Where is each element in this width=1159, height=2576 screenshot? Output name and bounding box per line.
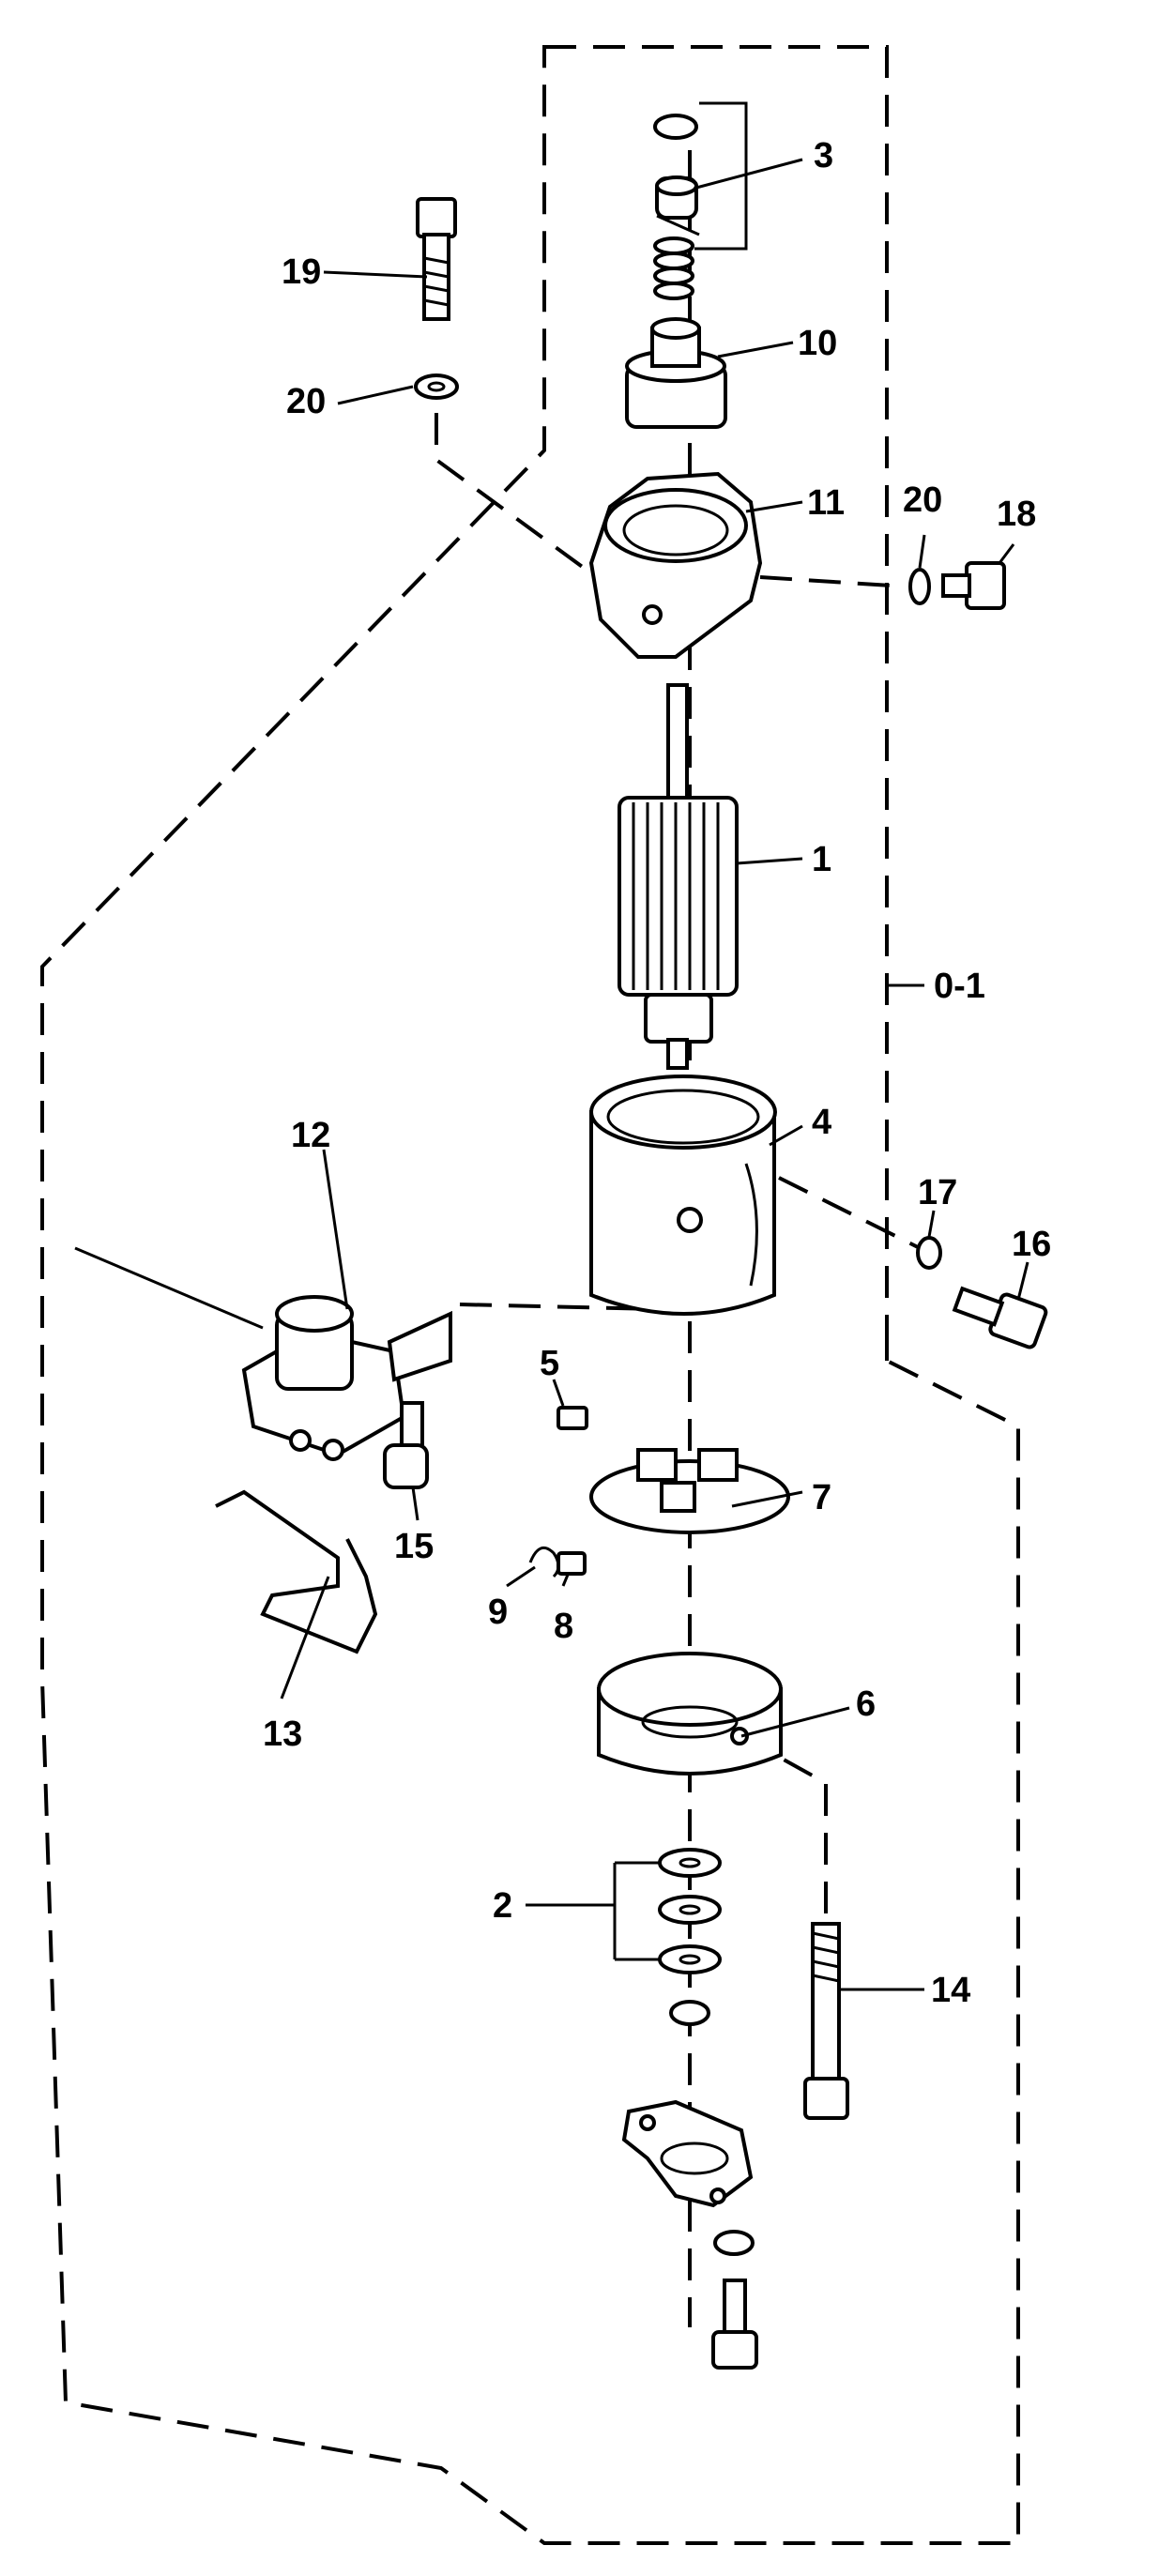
bottom-screw	[711, 2279, 758, 2370]
bolt16-axis-line	[778, 1176, 921, 1250]
callout-7: 7	[812, 1478, 831, 1517]
callout-15: 15	[394, 1527, 434, 1566]
bolt-19	[416, 197, 457, 321]
screw-15	[383, 1401, 429, 1489]
callout-16: 16	[1012, 1225, 1051, 1264]
bottom-washer	[713, 2230, 755, 2256]
callout-20-left: 20	[286, 382, 326, 421]
callout-14: 14	[931, 1971, 970, 2010]
callout-5: 5	[540, 1344, 559, 1383]
assembly-boundary-dashed	[40, 45, 1020, 2545]
armature	[618, 683, 739, 1070]
callout-4: 4	[812, 1103, 831, 1142]
screw18-axis-line	[759, 575, 907, 588]
bolt-16	[952, 1286, 1048, 1349]
brush-plate	[589, 1448, 790, 1534]
callout-19: 19	[282, 252, 321, 292]
callout-13: 13	[263, 1715, 302, 1754]
callout-9: 9	[488, 1593, 508, 1632]
drive-pinion	[625, 317, 727, 429]
callout-2: 2	[493, 1886, 512, 1926]
washer-20-right	[908, 568, 931, 605]
callout-17: 17	[918, 1173, 957, 1212]
bracket-13	[215, 1489, 378, 1654]
brush-8	[557, 1551, 587, 1576]
callout-6: 6	[856, 1684, 876, 1724]
callout-20-right: 20	[903, 480, 942, 520]
washers-2-bracket	[526, 1861, 660, 1961]
callout-group-0-1: 0-1	[934, 967, 985, 1006]
stop-collar-top	[655, 175, 698, 196]
drive-spring	[653, 236, 694, 300]
washer-20-left	[414, 373, 459, 400]
callout-1: 1	[812, 840, 831, 879]
callout-11: 11	[807, 483, 845, 523]
thru-bolt-14	[803, 1922, 849, 2120]
end-cap	[597, 1652, 783, 1776]
callout-3: 3	[814, 136, 833, 175]
callout-12: 12	[291, 1116, 330, 1155]
brush-spring-9	[528, 1546, 560, 1578]
solenoid	[74, 1246, 452, 1461]
washer-17	[916, 1236, 942, 1270]
leader-lines	[280, 101, 1029, 1991]
retaining-ring	[653, 114, 698, 140]
callout-8: 8	[554, 1607, 573, 1646]
drive-end-bracket	[621, 2099, 754, 2208]
callout-10: 10	[798, 324, 837, 363]
screw-18	[941, 561, 1006, 610]
callout-18: 18	[997, 495, 1036, 534]
bolt19-axis-line	[435, 413, 649, 617]
end-frame	[588, 471, 763, 659]
field-frame	[589, 1075, 777, 1316]
brush-5	[557, 1406, 588, 1430]
washer-20-left-hole	[427, 381, 446, 392]
